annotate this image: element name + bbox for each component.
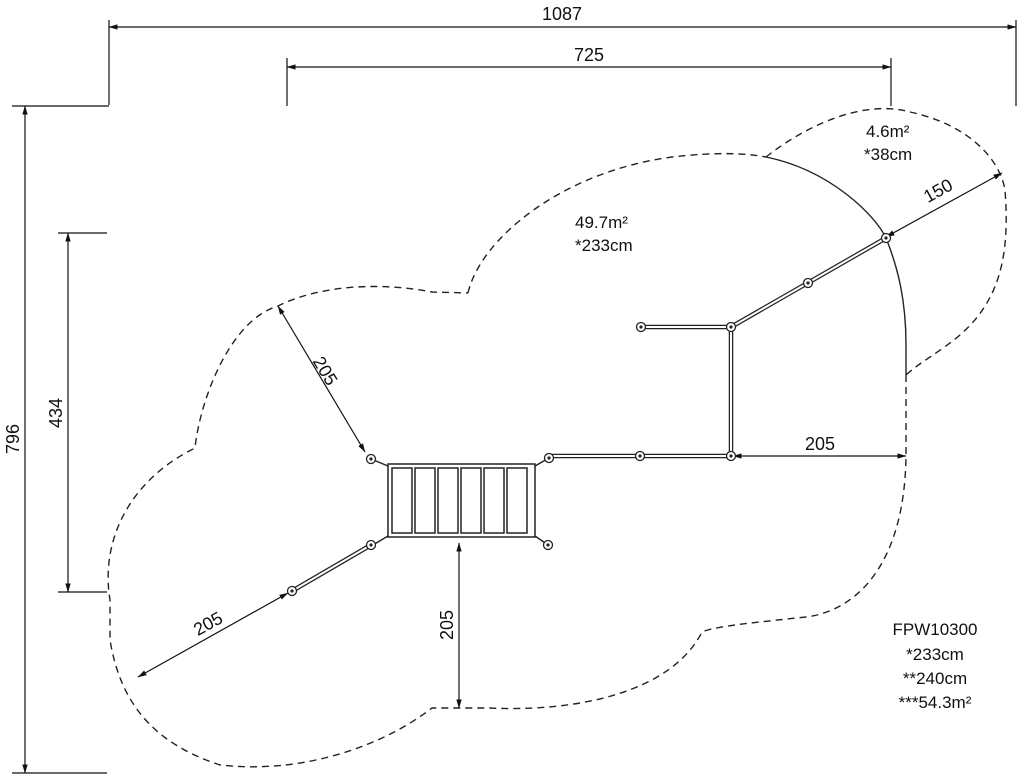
dimension-extension-lines (12, 20, 1017, 774)
small-zone-outline (765, 107, 1007, 376)
deck-platform (370, 457, 550, 546)
safety-zone-outline (107, 152, 907, 768)
product-model-label: FPW10300 (892, 620, 977, 639)
overall-width-label: 1087 (542, 4, 582, 24)
main-area-label: 49.7m² (575, 213, 628, 232)
safety-right-label: 205 (805, 434, 835, 454)
info-line-1: *233cm (906, 645, 964, 664)
small-area-label: 4.6m² (866, 122, 910, 141)
safety-upper-left-dimension-line (277, 305, 366, 453)
info-line-3: ***54.3m² (899, 693, 972, 712)
safety-lower-left-dimension-line (137, 592, 289, 678)
info-line-2: **240cm (903, 669, 967, 688)
frame-joints (286, 232, 892, 597)
safety-bottom-label: 205 (437, 610, 457, 640)
inner-height-label: 434 (46, 398, 66, 428)
overall-height-label: 796 (3, 424, 23, 454)
inner-width-label: 725 (574, 45, 604, 65)
equipment-frame (289, 235, 889, 594)
small-fall-height-label: *38cm (864, 145, 912, 164)
safety-upper-right-dimension-line (885, 172, 1003, 238)
safety-lower-left-label: 205 (190, 608, 226, 640)
safety-upper-left-label: 205 (309, 353, 342, 389)
main-fall-height-label: *233cm (575, 236, 633, 255)
